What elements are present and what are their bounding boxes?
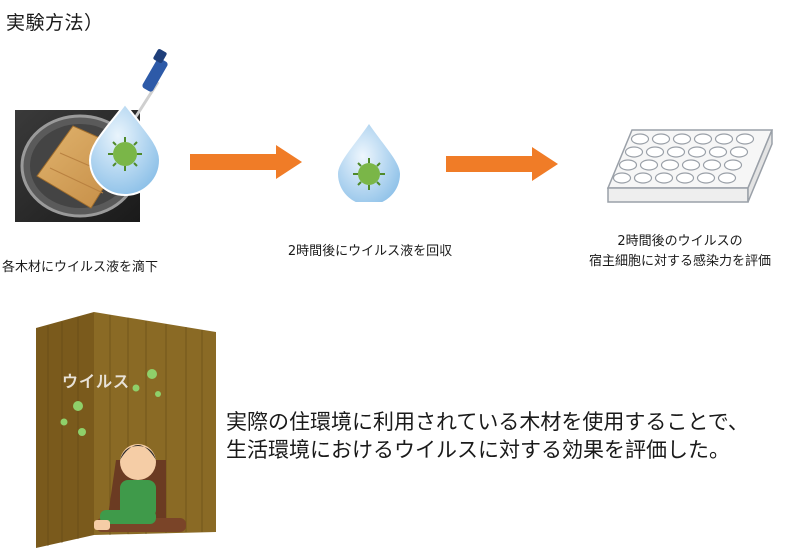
wood-sample-photo bbox=[15, 49, 168, 222]
step1-caption: 各木材にウイルス液を滴下 bbox=[2, 260, 159, 275]
well bbox=[729, 146, 749, 158]
virus-label: ウイルス bbox=[62, 372, 131, 391]
description-line: 実際の住環境に利用されている木材を使用することで、 bbox=[226, 410, 749, 434]
well bbox=[645, 146, 665, 158]
virus-icon bbox=[108, 137, 142, 171]
well bbox=[693, 133, 713, 145]
well bbox=[735, 133, 755, 145]
well bbox=[639, 159, 659, 171]
arrow-right-icon bbox=[190, 145, 302, 179]
well bbox=[687, 146, 707, 158]
virus-icon bbox=[353, 158, 385, 190]
well bbox=[666, 146, 686, 158]
well bbox=[717, 172, 737, 184]
arrow-right-icon bbox=[446, 147, 558, 181]
well bbox=[612, 172, 632, 184]
well bbox=[672, 133, 692, 145]
description: 実際の住環境に利用されている木材を使用することで、 生活環境におけるウイルスに対… bbox=[226, 408, 749, 464]
pipette-icon bbox=[133, 49, 168, 119]
step3-caption: 2時間後のウイルスの 宿主細胞に対する感染力を評価 bbox=[560, 232, 800, 272]
well bbox=[702, 159, 722, 171]
step2-caption: 2時間後にウイルス液を回収 bbox=[287, 244, 453, 259]
well bbox=[624, 146, 644, 158]
well bbox=[696, 172, 716, 184]
well bbox=[633, 172, 653, 184]
well bbox=[654, 172, 674, 184]
well bbox=[723, 159, 743, 171]
well bbox=[675, 172, 695, 184]
well bbox=[618, 159, 638, 171]
step3-caption-line: 2時間後のウイルスの bbox=[617, 234, 743, 249]
step3-caption-line: 宿主細胞に対する感染力を評価 bbox=[588, 254, 771, 269]
droplet-icon bbox=[338, 124, 400, 202]
well bbox=[714, 133, 734, 145]
well bbox=[630, 133, 650, 145]
well-plate-icon bbox=[606, 129, 774, 203]
wooden-room-illustration bbox=[36, 312, 216, 548]
well bbox=[651, 133, 671, 145]
page-title: 実験方法） bbox=[6, 12, 104, 34]
well bbox=[708, 146, 728, 158]
well bbox=[681, 159, 701, 171]
description-line: 生活環境におけるウイルスに対する効果を評価した。 bbox=[226, 438, 730, 462]
well bbox=[660, 159, 680, 171]
